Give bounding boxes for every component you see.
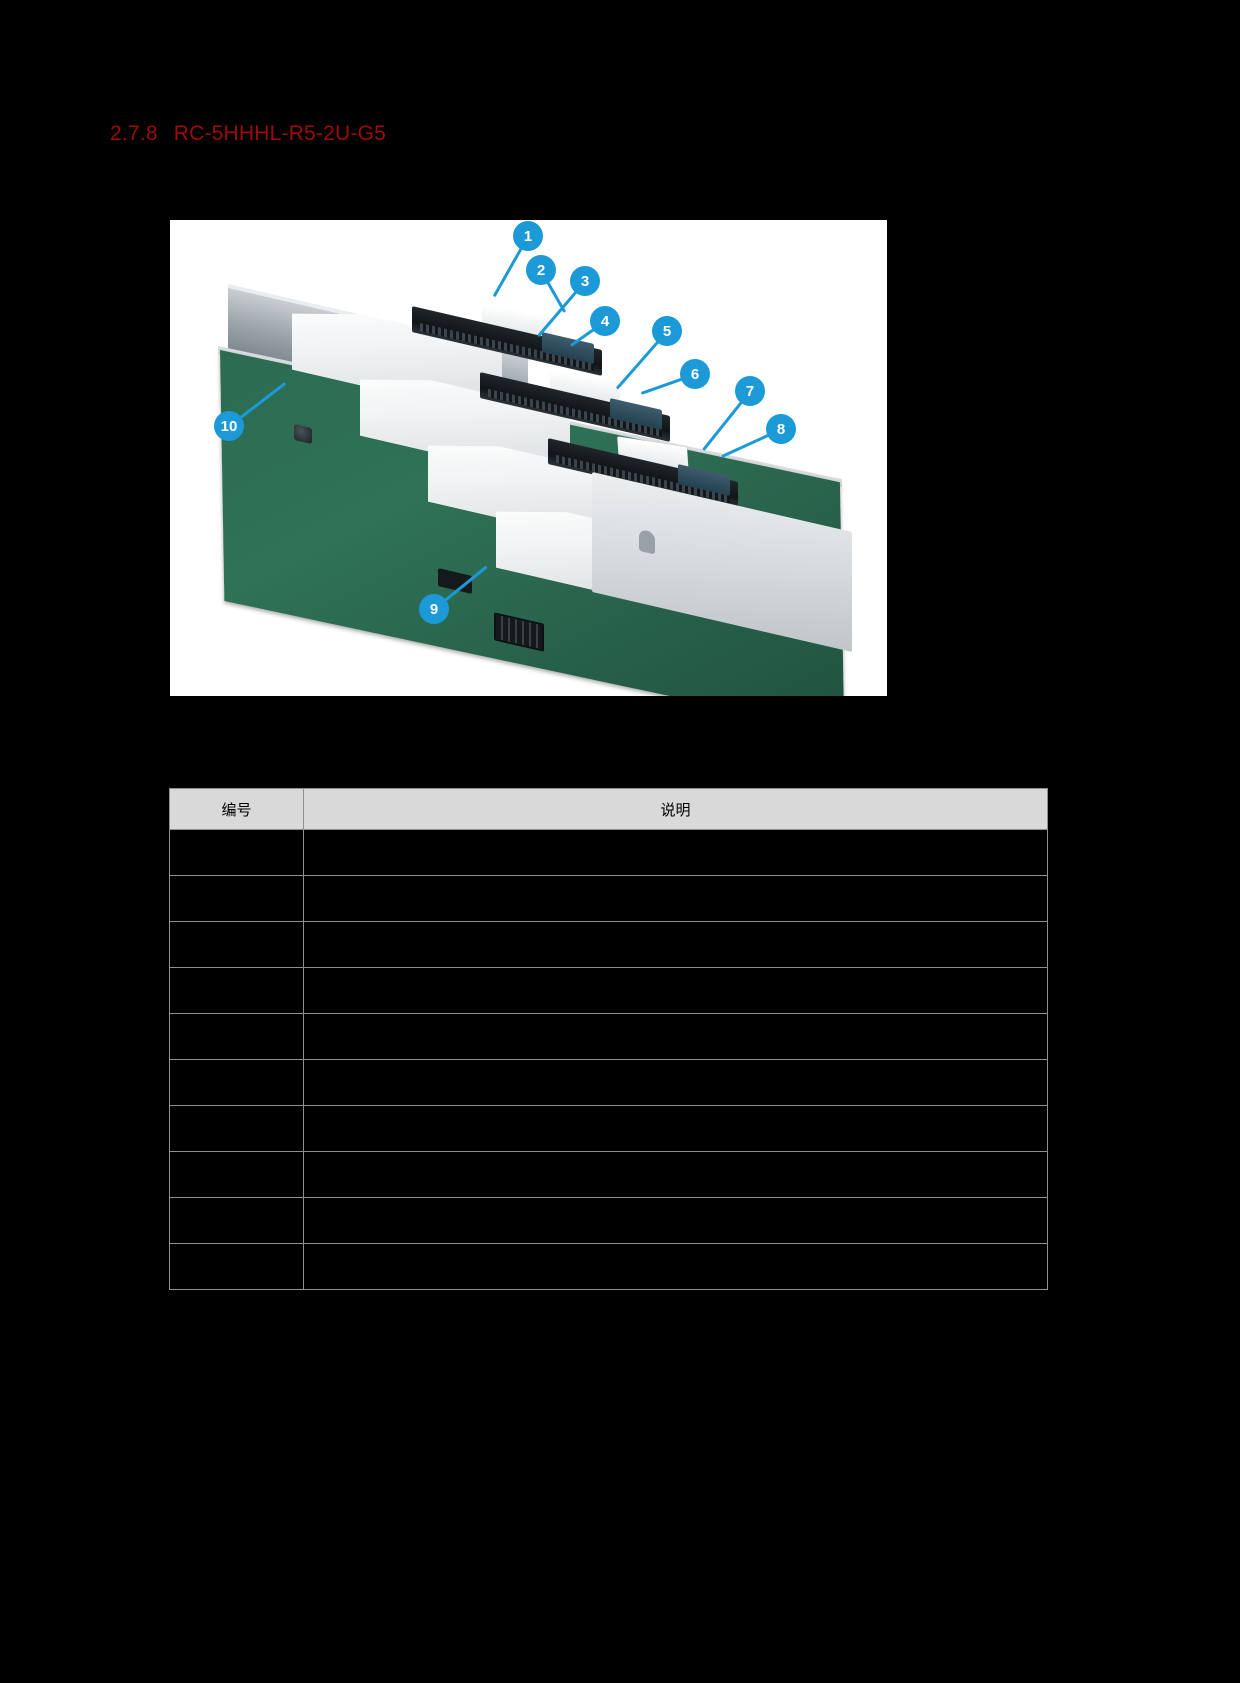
- cell-id: [169, 1013, 304, 1060]
- callout-marker-9: 9: [419, 594, 449, 624]
- table-row: [169, 1059, 1048, 1106]
- table-row: [169, 875, 1048, 922]
- cell-id: [169, 921, 304, 968]
- table-row: [169, 1013, 1048, 1060]
- cell-id: [169, 967, 304, 1014]
- table-row: [169, 967, 1048, 1014]
- column-header-id: 编号: [169, 788, 304, 830]
- callout-marker-4: 4: [590, 306, 620, 336]
- table-header-row: 编号 说明: [169, 788, 1048, 830]
- callout-marker-8: 8: [766, 414, 796, 444]
- cell-id: [169, 1059, 304, 1106]
- cell-id: [169, 875, 304, 922]
- cell-id: [169, 1243, 304, 1290]
- page-title: 2.7.8 RC-5HHHL-R5-2U-G5: [110, 122, 386, 146]
- figure-artwork: [170, 220, 887, 696]
- riser-board-illustration: [200, 280, 860, 696]
- cell-description: [303, 1243, 1048, 1290]
- callout-marker-3: 3: [570, 266, 600, 296]
- callout-marker-1: 1: [513, 221, 543, 251]
- table-row: [169, 1197, 1048, 1244]
- cell-description: [303, 967, 1048, 1014]
- cell-id: [169, 1151, 304, 1198]
- cell-description: [303, 1105, 1048, 1152]
- table-row: [169, 1105, 1048, 1152]
- cell-description: [303, 1013, 1048, 1060]
- section-title: RC-5HHHL-R5-2U-G5: [173, 122, 386, 145]
- column-header-description: 说明: [303, 788, 1048, 830]
- table-row: [169, 1243, 1048, 1290]
- table-row: [169, 1151, 1048, 1198]
- cell-description: [303, 829, 1048, 876]
- table-body: [169, 829, 1048, 1290]
- cell-id: [169, 1197, 304, 1244]
- cell-description: [303, 921, 1048, 968]
- cell-id: [169, 829, 304, 876]
- product-figure: [170, 220, 887, 696]
- callout-marker-7: 7: [735, 376, 765, 406]
- table-row: [169, 921, 1048, 968]
- cell-description: [303, 1197, 1048, 1244]
- cell-description: [303, 875, 1048, 922]
- callout-marker-5: 5: [652, 316, 682, 346]
- cell-description: [303, 1151, 1048, 1198]
- callout-marker-10: 10: [214, 411, 244, 441]
- cell-description: [303, 1059, 1048, 1106]
- callout-marker-6: 6: [680, 359, 710, 389]
- table-row: [169, 829, 1048, 876]
- callout-marker-2: 2: [526, 255, 556, 285]
- cell-id: [169, 1105, 304, 1152]
- callout-description-table: 编号 说明: [169, 788, 1048, 1290]
- section-number: 2.7.8: [110, 122, 158, 145]
